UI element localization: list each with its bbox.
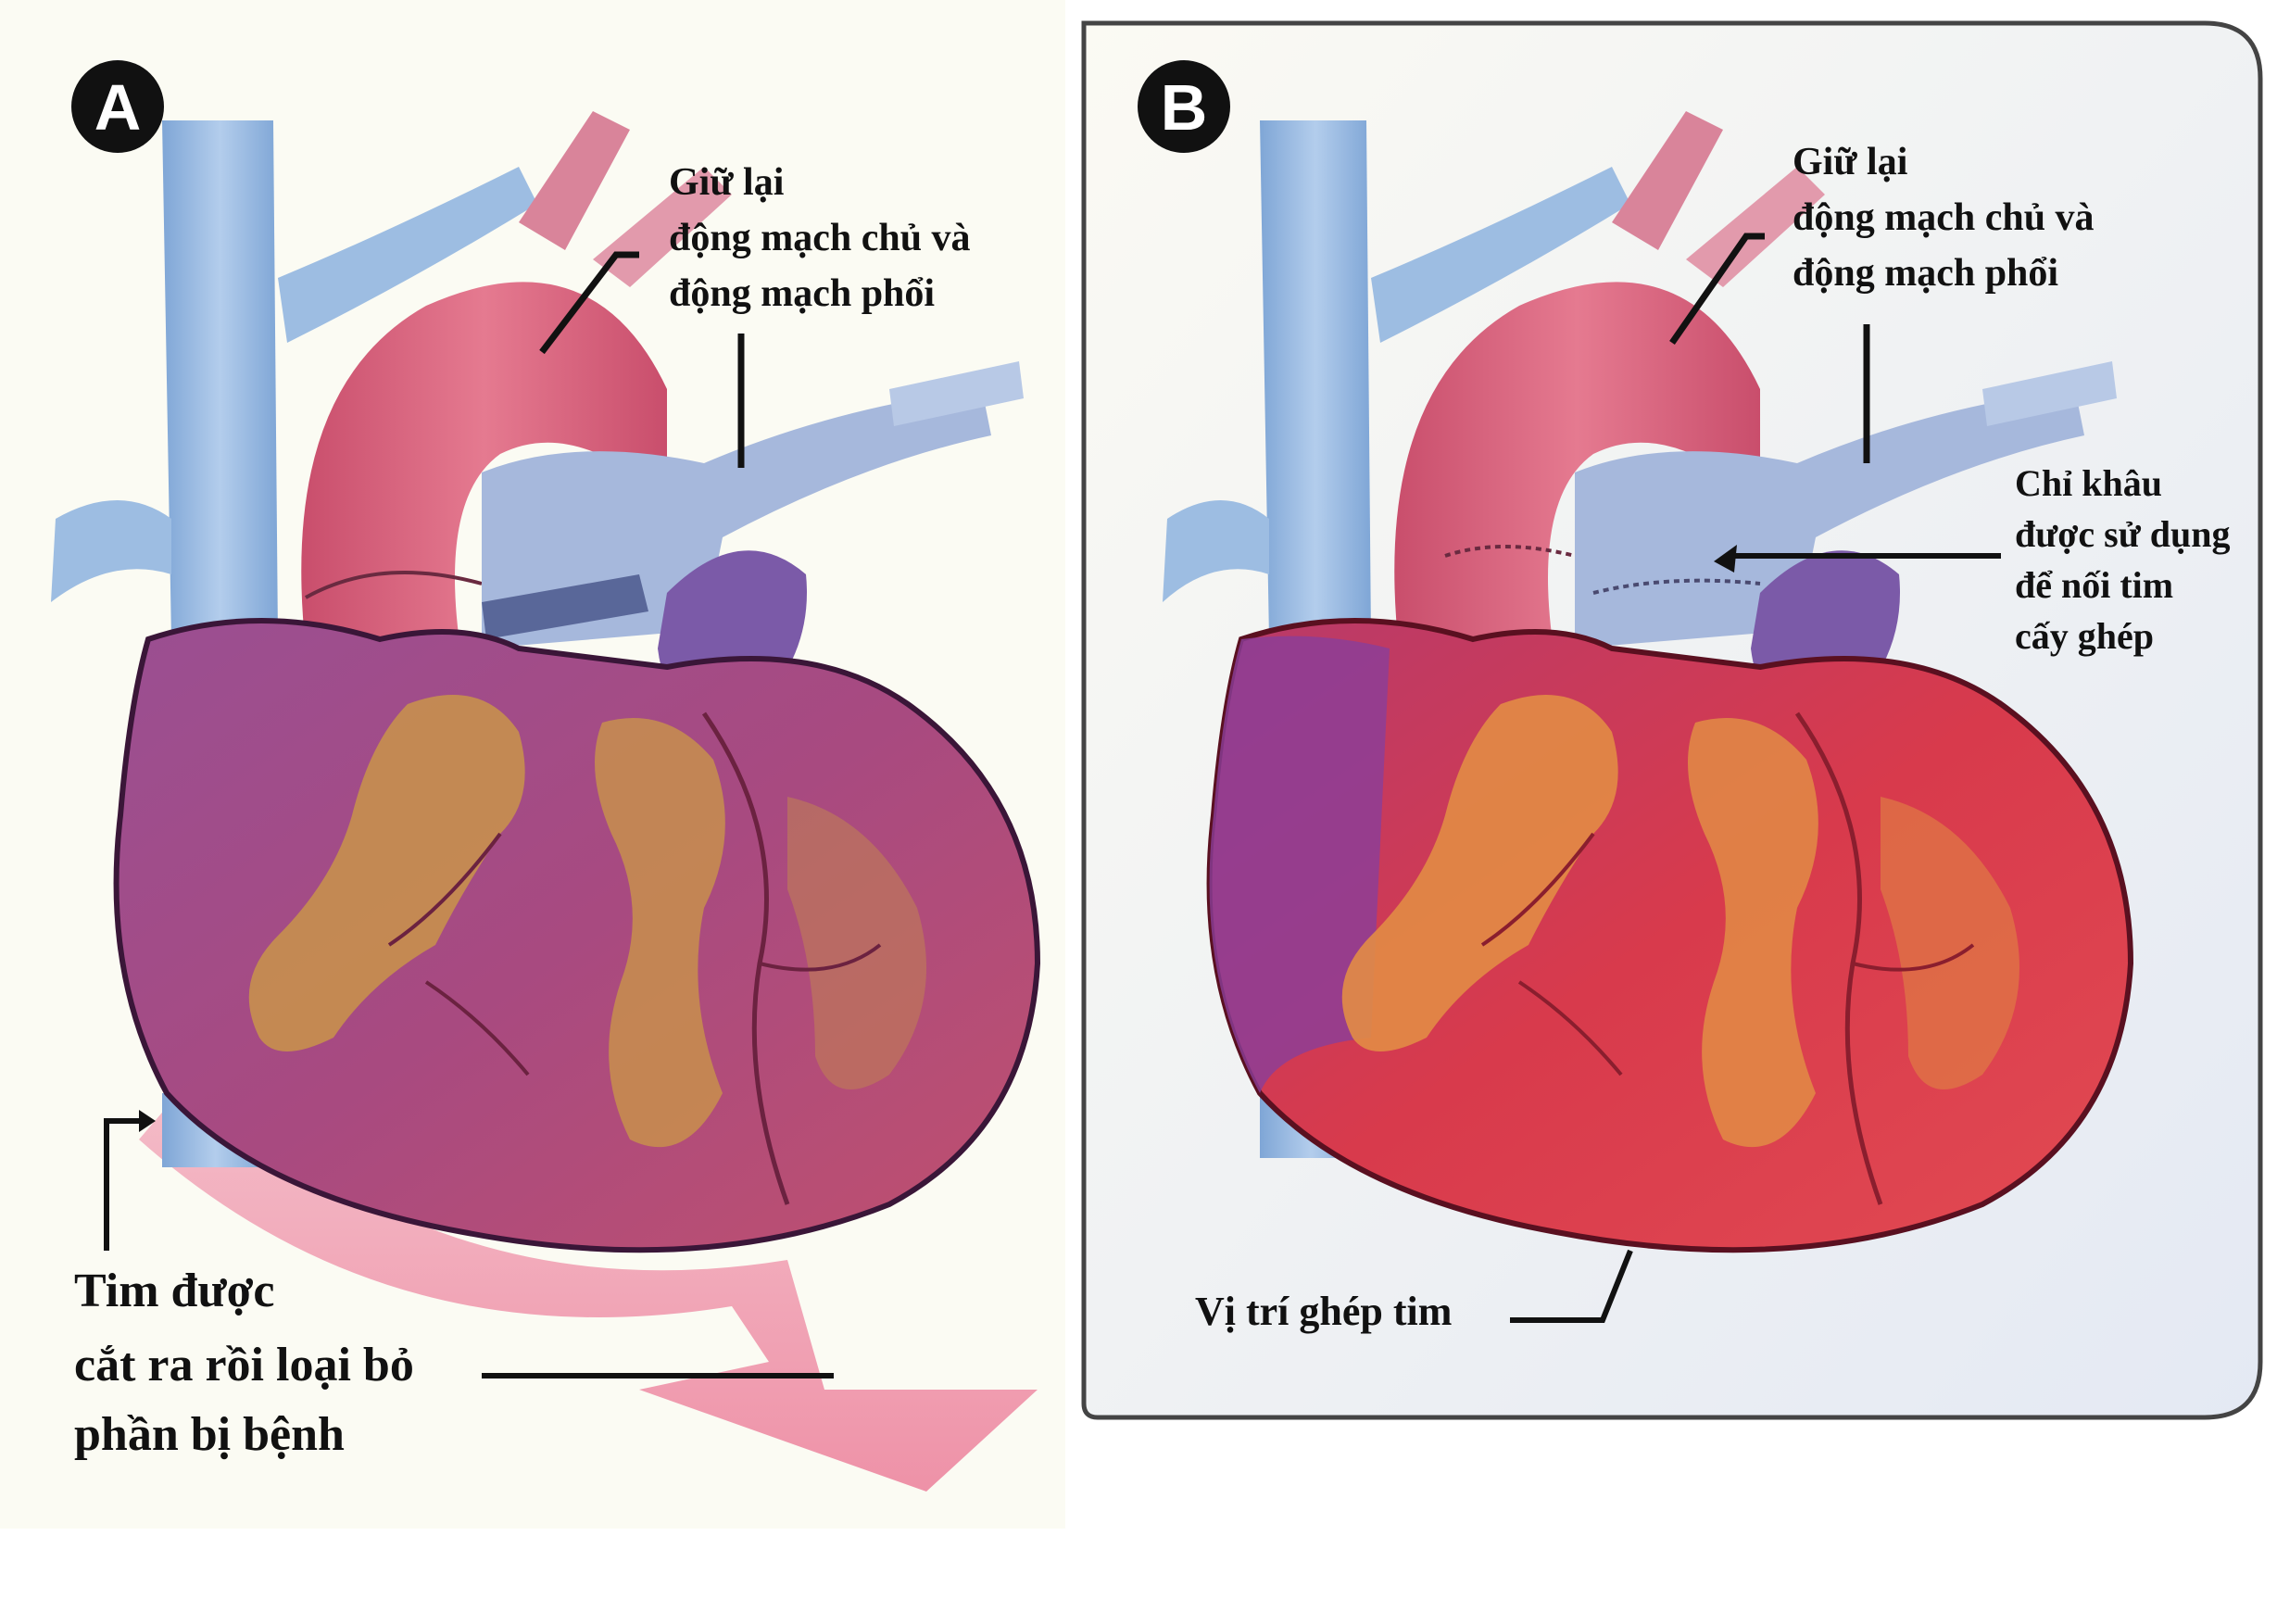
svg-text:Giữ lại: Giữ lại [669,161,785,204]
svg-text:Tim được: Tim được [74,1265,275,1317]
svg-text:cấy ghép: cấy ghép [2015,615,2154,657]
panel-a-retain-label: Giữ lại động mạch chủ và động mạch phổi [669,161,971,315]
suture-label: Chỉ khâu được sử dụng để nối tim cấy ghé… [2015,462,2230,657]
cut-arrowhead [139,1110,156,1132]
aorta-leader-line-b [1669,233,1765,345]
svg-text:động mạch phổi: động mạch phổi [669,272,935,315]
aorta-b [1394,111,1825,667]
transplant-site-label: Vị trí ghép tim [1195,1289,1452,1334]
suture-arrowhead [1714,545,1737,573]
svg-text:phần bị bệnh: phần bị bệnh [74,1408,345,1461]
pulmonary-artery-b [1575,361,2117,648]
cut-leader-line [104,1118,139,1251]
vena-cava [51,120,537,1167]
donor-heart-a [113,618,1041,1253]
svg-text:được sử dụng: được sử dụng [2015,513,2230,555]
aorta-leader-line-a [539,251,639,355]
site-leader-line [1510,1249,1633,1323]
panel-a-removed-label: Tim được cắt ra rồi loại bỏ phần bị bệnh [74,1265,414,1461]
donor-heart-b [1206,618,2134,1253]
svg-text:để nối tim: để nối tim [2015,564,2173,606]
svg-text:động mạch phổi: động mạch phổi [1793,252,2058,295]
panel-b-retain-label: Giữ lại động mạch chủ và động mạch phổi [1793,141,2095,295]
panel-b-badge: B [1138,60,1230,153]
panel-a: A Giữ lại động mạch chủ và động mạch phổ… [0,0,1065,1529]
svg-text:cắt ra rồi loại bỏ: cắt ra rồi loại bỏ [74,1339,414,1391]
pulmonary-artery [482,361,1024,648]
panel-b: B Giữ lại động mạch chủ và động mạch phổ… [1081,20,2263,1420]
svg-text:động mạch chủ và: động mạch chủ và [669,217,971,259]
svg-text:Giữ lại: Giữ lại [1793,141,1908,183]
panel-a-badge: A [71,60,164,153]
svg-text:động mạch chủ và: động mạch chủ và [1793,196,2095,239]
svg-text:Chỉ khâu: Chỉ khâu [2015,462,2162,504]
removal-arrow [139,1075,1038,1492]
svg-text:A: A [94,71,142,144]
svg-text:B: B [1161,71,1208,144]
